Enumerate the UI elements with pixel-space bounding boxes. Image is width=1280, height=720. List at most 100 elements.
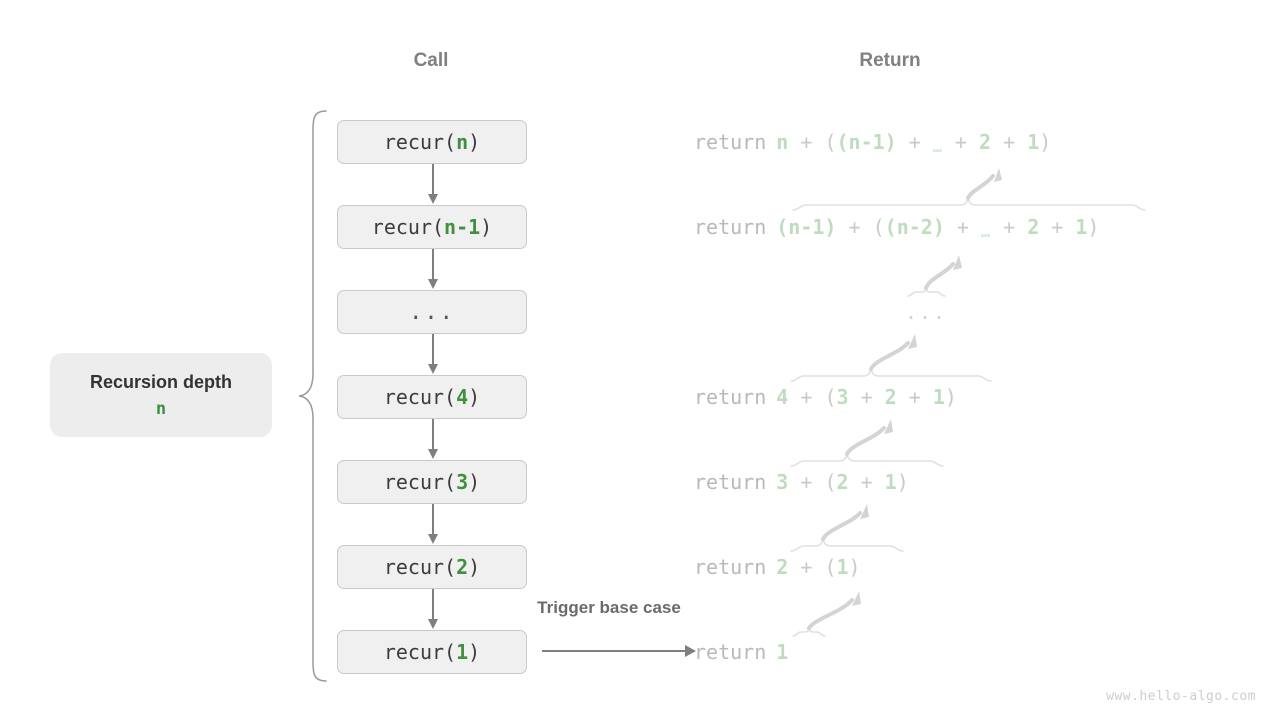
expr-operator bbox=[812, 555, 824, 579]
return-keyword: return bbox=[694, 385, 767, 409]
return-keyword: return bbox=[694, 470, 767, 494]
expr-operator bbox=[1039, 215, 1051, 239]
return-arrow-dots bbox=[924, 262, 955, 290]
call-fn-arg: 1 bbox=[456, 640, 469, 664]
return-keyword: return bbox=[694, 215, 767, 239]
expr-ellipsis: … bbox=[981, 223, 992, 241]
return-brace-row7 bbox=[792, 627, 826, 637]
call-connector-arrow bbox=[432, 334, 434, 365]
return-arrow-row5 bbox=[845, 426, 886, 456]
call-fn-name: recur( bbox=[383, 640, 457, 664]
expr-operator bbox=[873, 385, 885, 409]
expr-value: 1 bbox=[884, 470, 897, 494]
call-connector-arrow bbox=[432, 589, 434, 620]
expr-operator bbox=[849, 470, 861, 494]
return-row: return 3 + (2 + 1) bbox=[694, 467, 909, 497]
expr-operator bbox=[991, 215, 1003, 239]
call-connector-arrow bbox=[432, 419, 434, 450]
expr-operator bbox=[849, 385, 861, 409]
recursion-depth-brace bbox=[298, 110, 327, 682]
call-fn-name: recur( bbox=[371, 215, 445, 239]
expr-operator bbox=[836, 215, 848, 239]
return-brace-dots bbox=[907, 287, 946, 297]
expr-value: (n-1) bbox=[836, 130, 897, 154]
expr-operator: ) bbox=[1039, 130, 1052, 154]
expr-operator bbox=[788, 470, 800, 494]
return-arrow-row7 bbox=[807, 598, 854, 630]
expr-operator bbox=[1063, 215, 1075, 239]
return-brace-row6 bbox=[790, 538, 904, 552]
expr-value: 1 bbox=[1075, 215, 1088, 239]
expr-operator: + bbox=[800, 130, 813, 154]
expr-operator: + bbox=[956, 215, 969, 239]
expr-value: 2 bbox=[884, 385, 897, 409]
return-expression: 3 + (2 + 1) bbox=[776, 470, 909, 494]
expr-operator: ( bbox=[872, 215, 885, 239]
call-fn-close-paren: ) bbox=[468, 130, 481, 154]
expr-value: 1 bbox=[1027, 130, 1040, 154]
expr-operator bbox=[945, 215, 957, 239]
call-box: recur(1) bbox=[337, 630, 527, 674]
expr-operator bbox=[812, 385, 824, 409]
expr-operator: ) bbox=[848, 555, 861, 579]
call-box: recur(n) bbox=[337, 120, 527, 164]
expr-operator: + bbox=[908, 385, 921, 409]
expr-operator bbox=[991, 130, 1003, 154]
expr-operator: + bbox=[1003, 215, 1016, 239]
expr-operator: + bbox=[1051, 215, 1064, 239]
call-fn-close-paren: ) bbox=[468, 555, 481, 579]
return-arrowhead-row5 bbox=[884, 419, 893, 434]
expr-operator bbox=[788, 130, 800, 154]
call-fn-close-paren: ) bbox=[468, 640, 481, 664]
expr-operator: ) bbox=[896, 470, 909, 494]
return-brace-row4 bbox=[790, 368, 992, 382]
expr-operator: + bbox=[860, 385, 873, 409]
expr-value: 3 bbox=[836, 385, 849, 409]
call-connector-arrow bbox=[432, 249, 434, 280]
return-arrow-row2 bbox=[966, 174, 995, 200]
expr-operator bbox=[967, 130, 979, 154]
recursion-depth-title: Recursion depth bbox=[89, 371, 232, 392]
expr-operator: + bbox=[954, 130, 967, 154]
expr-value: 2 bbox=[836, 470, 849, 494]
recursion-depth-label: Recursion depth n bbox=[50, 353, 272, 437]
expr-operator: ( bbox=[824, 130, 837, 154]
return-expression: 2 + (1) bbox=[776, 555, 860, 579]
call-box: recur(n-1) bbox=[337, 205, 527, 249]
expr-operator: + bbox=[1003, 130, 1016, 154]
expr-ellipsis: … bbox=[932, 138, 943, 156]
return-keyword: return bbox=[694, 130, 767, 154]
call-connector-arrow bbox=[432, 504, 434, 535]
call-box: recur(3) bbox=[337, 460, 527, 504]
call-fn-close-paren: ) bbox=[468, 470, 481, 494]
call-fn-name: recur( bbox=[383, 385, 457, 409]
expr-value: 1 bbox=[932, 385, 945, 409]
expr-operator bbox=[873, 470, 885, 494]
return-arrowhead-row2 bbox=[994, 168, 1002, 182]
expr-value: n bbox=[776, 130, 789, 154]
column-header-call: Call bbox=[413, 50, 449, 71]
expr-operator bbox=[788, 555, 800, 579]
expr-value: 2 bbox=[979, 130, 992, 154]
recursion-depth-value: n bbox=[155, 398, 167, 419]
expr-operator bbox=[969, 215, 981, 239]
return-row-ellipsis: ... bbox=[904, 300, 948, 324]
return-arrow-row6 bbox=[821, 511, 862, 541]
expr-value: (n-1) bbox=[776, 215, 837, 239]
column-header-return: Return bbox=[859, 50, 921, 71]
expr-operator bbox=[921, 130, 933, 154]
call-box-ellipsis: ... bbox=[337, 290, 527, 334]
expr-operator bbox=[812, 130, 824, 154]
return-expression: (n-1) + ((n-2) + … + 2 + 1) bbox=[776, 215, 1099, 241]
call-fn-name: recur( bbox=[383, 470, 457, 494]
call-fn-arg: 3 bbox=[456, 470, 469, 494]
expr-operator bbox=[897, 130, 909, 154]
expr-value: 1 bbox=[776, 640, 789, 664]
return-expression: 1 bbox=[776, 640, 788, 664]
expr-operator bbox=[861, 215, 873, 239]
expr-operator: + bbox=[800, 385, 813, 409]
